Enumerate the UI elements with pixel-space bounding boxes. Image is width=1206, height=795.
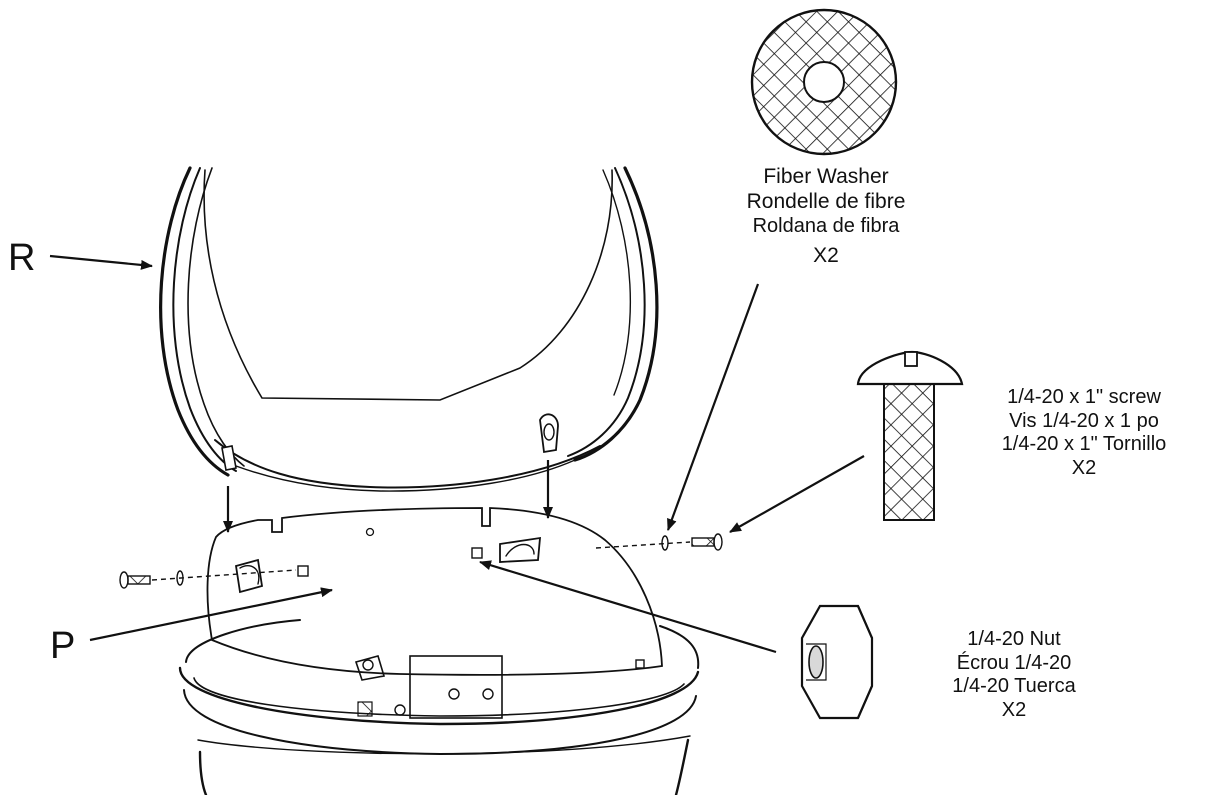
screw-label: 1/4-20 x 1" screw Vis 1/4-20 x 1 po 1/4-… [968,386,1200,480]
arrow-to-lid-r [49,254,153,270]
right-hardware [595,533,723,551]
nut-qty: X2 [1001,698,1027,721]
shield-plate-p [206,507,663,676]
callout-r: R [8,237,36,279]
arrow-to-screw [729,455,865,533]
arrow-to-nut [479,560,777,654]
fiber-washer-en: Fiber Washer [763,165,889,188]
callout-p: P [50,625,76,667]
lid-r [159,166,659,492]
screw-icon [856,350,964,521]
screw-qty: X2 [1071,456,1097,479]
nut-fr: Écrou 1/4-20 [956,651,1072,674]
nut-icon [800,604,874,720]
fiber-washer-qty: X2 [813,244,839,268]
nut-es: 1/4-20 Tuerca [952,675,1076,698]
fiber-washer-icon [750,8,898,156]
fiber-washer-es: Roldana de fibra [752,214,900,237]
fiber-washer-fr: Rondelle de fibre [746,189,906,213]
arrow-to-plate-p [89,587,333,642]
screw-es: 1/4-20 x 1" Tornillo [1001,433,1167,456]
arrow-to-fiber-washer [666,283,760,531]
screw-fr: Vis 1/4-20 x 1 po [1009,409,1159,432]
nut-en: 1/4-20 Nut [967,628,1061,650]
pointer-arrows [49,254,865,654]
nut-label: 1/4-20 Nut Écrou 1/4-20 1/4-20 Tuerca X2 [914,628,1114,722]
fiber-washer-label: Fiber Washer Rondelle de fibre Roldana d… [716,165,936,269]
left-hardware [119,565,309,589]
grill-body [178,619,700,795]
screw-en: 1/4-20 x 1" screw [1007,386,1161,408]
